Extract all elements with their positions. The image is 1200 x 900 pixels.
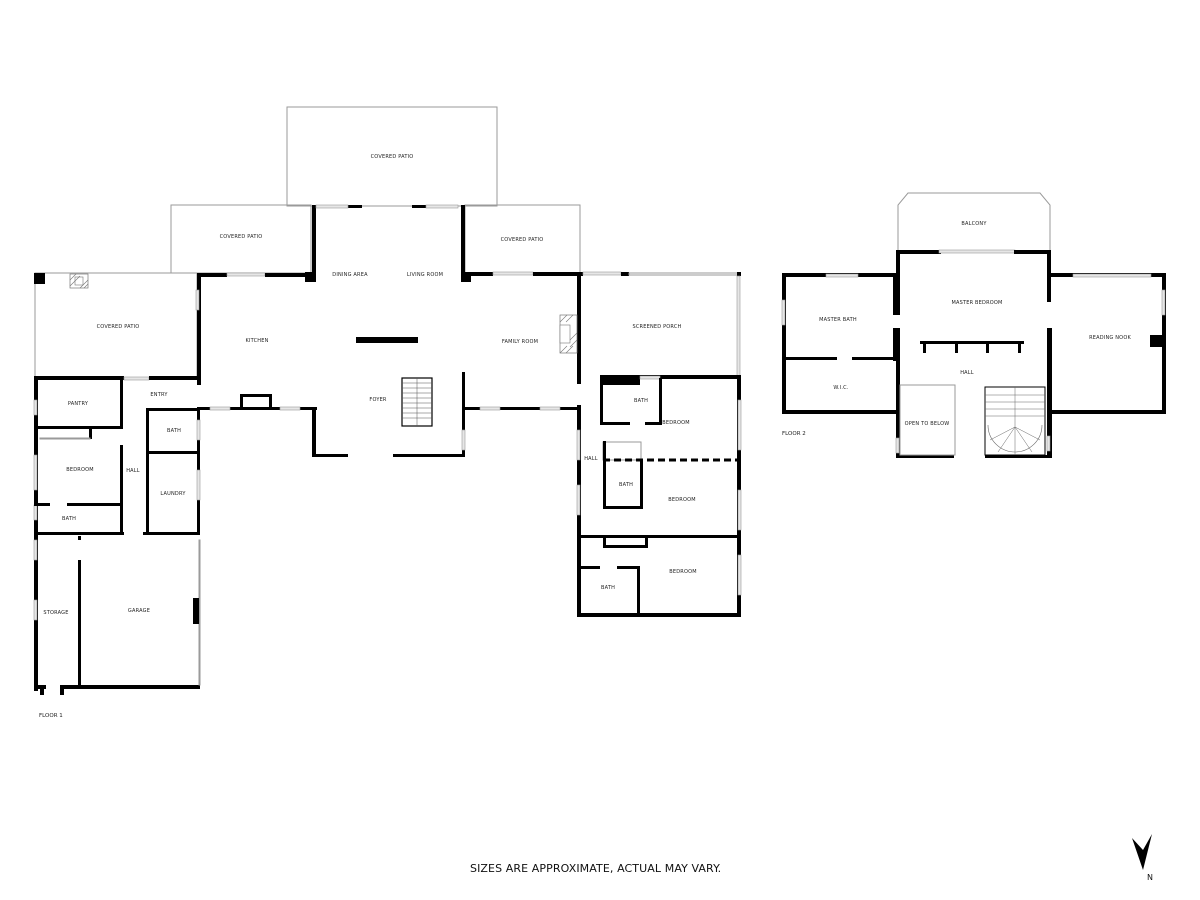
room-label-covered-patio-top: COVERED PATIO (370, 154, 414, 160)
fireplace-icon (559, 314, 578, 354)
room-label-garage: GARAGE (127, 608, 151, 614)
room-label-bath-east-2: BATH (618, 482, 634, 488)
room-label-reading-nook: READING NOOK (1089, 335, 1131, 341)
room-label-storage: STORAGE (43, 610, 69, 616)
room-label-foyer: FOYER (369, 397, 387, 403)
room-label-covered-patio-west: COVERED PATIO (96, 324, 140, 330)
room-label-wic: W.I.C. (833, 385, 849, 391)
room-label-pantry: PANTRY (67, 401, 89, 407)
room-label-bedroom-east-3: BEDROOM (669, 569, 697, 575)
room-label-bedroom-east-1: BEDROOM (662, 420, 690, 426)
room-label-screened-porch: SCREENED PORCH (632, 324, 682, 330)
room-label-hall-west: HALL (126, 468, 140, 474)
room-label-open-to-below: OPEN TO BELOW (904, 421, 950, 427)
room-label-bath-east-1: BATH (633, 398, 649, 404)
floor-2-label: FLOOR 2 (782, 431, 806, 437)
room-label-hall-east: HALL (584, 456, 598, 462)
room-label-family-room: FAMILY ROOM (501, 339, 539, 345)
stairs-icon (401, 377, 433, 427)
kitchen-island (356, 337, 418, 343)
room-label-entry: ENTRY (150, 392, 168, 398)
room-label-hall-floor2: HALL (960, 370, 974, 376)
room-label-dining-area: DINING AREA (332, 272, 368, 278)
room-label-bedroom-west: BEDROOM (66, 467, 94, 473)
room-label-bath-west-lower: BATH (61, 516, 77, 522)
covered-patio-top-outline (286, 106, 498, 207)
room-label-bedroom-east-2: BEDROOM (668, 497, 696, 503)
north-label: N (1147, 873, 1153, 882)
north-arrow-icon (1132, 834, 1152, 870)
room-label-laundry: LAUNDRY (160, 491, 186, 497)
room-label-covered-patio-right: COVERED PATIO (500, 237, 544, 243)
floor-1-label: FLOOR 1 (39, 713, 63, 719)
room-label-covered-patio-left: COVERED PATIO (219, 234, 263, 240)
balcony-outline (897, 192, 1051, 250)
room-label-kitchen: KITCHEN (245, 338, 269, 344)
room-label-bath-east-3: BATH (600, 585, 616, 591)
spiral-stairs-icon (984, 386, 1046, 456)
fireplace-icon (69, 273, 89, 289)
room-label-balcony: BALCONY (961, 221, 987, 227)
room-label-living-room: LIVING ROOM (406, 272, 444, 278)
room-label-master-bath: MASTER BATH (819, 317, 857, 323)
room-label-bath-west: BATH (166, 428, 182, 434)
room-label-master-bedroom: MASTER BEDROOM (951, 300, 1003, 306)
disclaimer-text: SIZES ARE APPROXIMATE, ACTUAL MAY VARY. (470, 862, 722, 875)
